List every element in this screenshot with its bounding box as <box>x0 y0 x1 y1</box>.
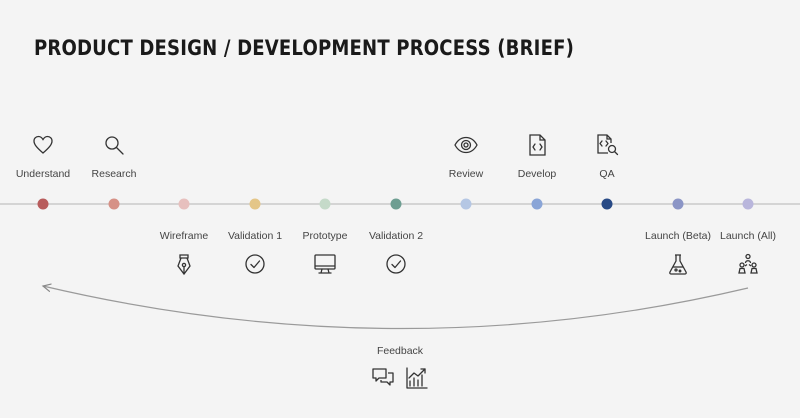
check-circle-icon <box>384 252 408 276</box>
stage-dot-validation-1 <box>249 198 261 210</box>
feedback-arrow <box>43 286 749 330</box>
stage-label-research: Research <box>91 168 137 180</box>
stage-label-wireframe: Wireframe <box>159 230 209 242</box>
stage-dot-qa <box>601 198 613 210</box>
stage-label-prototype: Prototype <box>302 230 348 242</box>
pen-nib-icon <box>172 252 196 276</box>
people-icon <box>736 252 760 276</box>
eye-icon <box>454 133 478 157</box>
stage-label-qa: QA <box>599 168 615 180</box>
stage-dot-validation-2 <box>390 198 402 210</box>
code-file-icon <box>525 133 549 157</box>
stage-dot-research <box>108 198 120 210</box>
stage-label-launch-beta: Launch (Beta) <box>645 230 711 242</box>
stage-dot-launch-all <box>742 198 754 210</box>
stage-dot-prototype <box>319 198 331 210</box>
search-icon <box>102 133 126 157</box>
feedback-label: Feedback <box>376 345 424 357</box>
page-title: PRODUCT DESIGN / DEVELOPMENT PROCESS (BR… <box>34 36 575 60</box>
stage-label-review: Review <box>448 168 484 180</box>
stage-dot-wireframe <box>178 198 190 210</box>
stage-dot-review <box>460 198 472 210</box>
flask-icon <box>666 252 690 276</box>
stage-label-understand: Understand <box>15 168 71 180</box>
stage-dot-launch-beta <box>672 198 684 210</box>
check-circle-icon <box>243 252 267 276</box>
stage-label-validation-1: Validation 1 <box>227 230 283 242</box>
chart-growth-icon <box>405 366 429 390</box>
stage-dot-develop <box>531 198 543 210</box>
stage-dot-understand <box>37 198 49 210</box>
stage-label-develop: Develop <box>517 168 557 180</box>
stage-label-validation-2: Validation 2 <box>368 230 424 242</box>
stage-label-launch-all: Launch (All) <box>719 230 777 242</box>
code-file-search-icon <box>595 133 619 157</box>
monitor-icon <box>313 252 337 276</box>
heart-icon <box>31 133 55 157</box>
chat-bubbles-icon <box>371 366 395 390</box>
